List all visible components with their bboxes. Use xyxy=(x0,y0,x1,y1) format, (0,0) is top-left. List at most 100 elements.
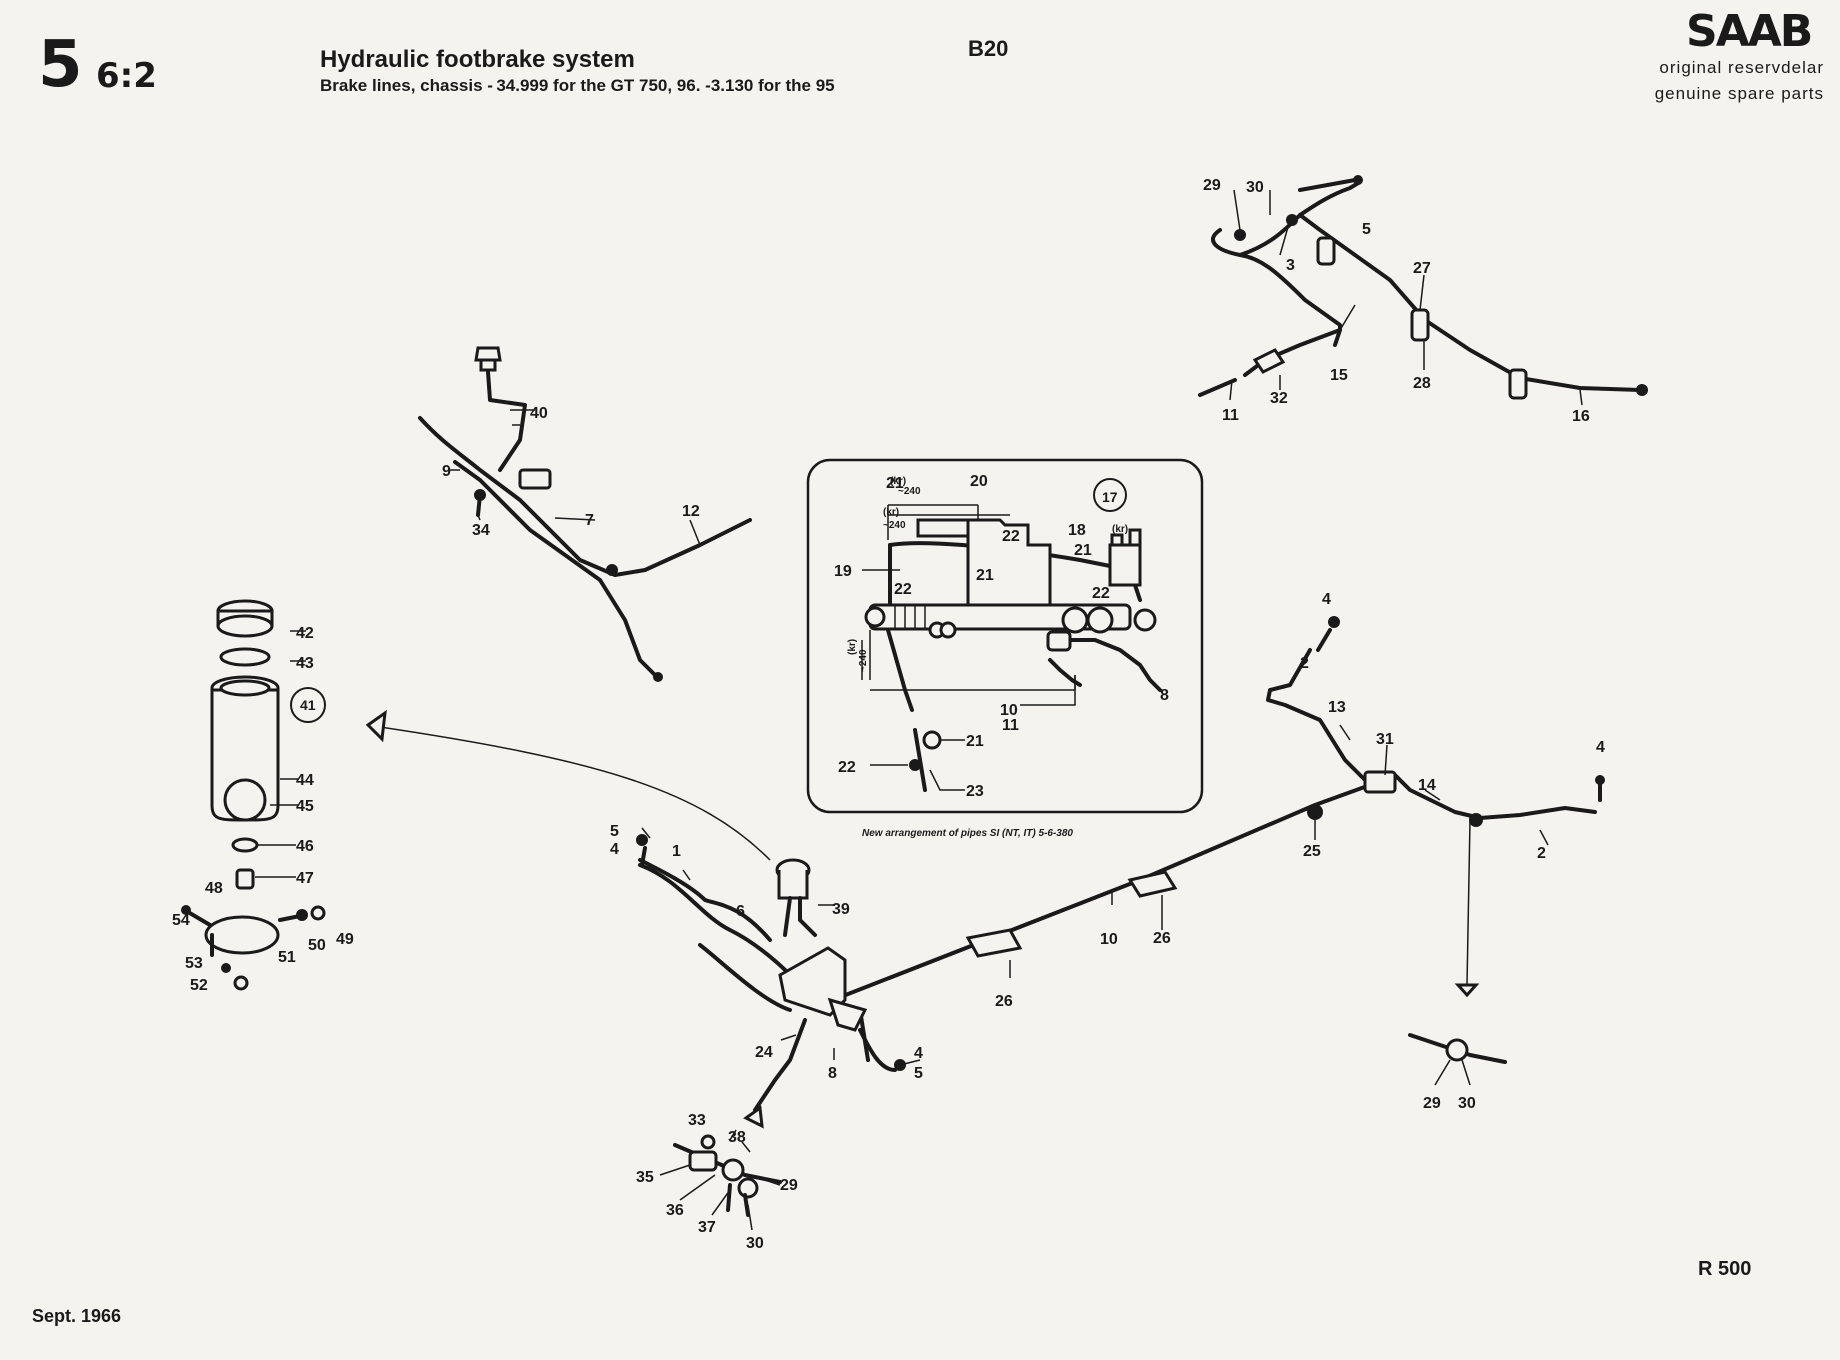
arrow-head-reservoir xyxy=(365,709,387,743)
tagline-english: genuine spare parts xyxy=(1654,84,1824,103)
reference-code: R 500 xyxy=(1698,1258,1752,1280)
callout-8: 8 xyxy=(1160,687,1169,704)
callout-23: 23 xyxy=(966,783,984,800)
callout-54: 54 xyxy=(172,912,190,929)
saab-logo: SAAB xyxy=(1686,8,1813,54)
callout-45: 45 xyxy=(296,798,314,815)
callout-40: 40 xyxy=(530,405,548,422)
callout-12: 12 xyxy=(682,503,700,520)
callout-2: 2 xyxy=(1537,845,1546,862)
callout-26: 26 xyxy=(995,993,1013,1010)
callout-32: 32 xyxy=(1270,390,1288,407)
callout-16: 16 xyxy=(1572,408,1590,425)
callout-14: 14 xyxy=(1418,777,1436,794)
leader-lines xyxy=(255,189,1583,1231)
callout-10: 10 xyxy=(1100,931,1118,948)
callout-21: 21 xyxy=(1074,542,1092,559)
callout-4: 4 xyxy=(610,841,619,858)
callout-48: 48 xyxy=(205,880,223,897)
callout-31: 31 xyxy=(1376,731,1394,748)
inset-dim-label: (kr) xyxy=(890,476,906,487)
inset-dim-label: ~240 xyxy=(883,520,906,531)
inset-caption: New arrangement of pipes SI (NT, IT) 5-6… xyxy=(862,828,1073,839)
callout-51: 51 xyxy=(278,949,296,966)
group-number: 5 xyxy=(38,28,83,102)
pressure-valve-assembly xyxy=(673,1134,782,1217)
callout-10: 10 xyxy=(1000,702,1018,719)
callout-35: 35 xyxy=(636,1169,654,1186)
callout-5: 5 xyxy=(914,1065,923,1082)
callout-29: 29 xyxy=(1203,177,1221,194)
callout-33: 33 xyxy=(688,1112,706,1129)
callout-20: 20 xyxy=(970,473,988,490)
callout-30: 30 xyxy=(746,1235,764,1252)
callout-37: 37 xyxy=(698,1219,716,1236)
callout-21: 21 xyxy=(976,567,994,584)
callout-9: 9 xyxy=(442,463,451,480)
callout-3: 3 xyxy=(1286,257,1295,274)
callout-11: 11 xyxy=(1222,407,1239,424)
callout-53: 53 xyxy=(185,955,203,972)
callout-47: 47 xyxy=(296,870,314,887)
callout-2: 2 xyxy=(1300,655,1309,672)
callout-11: 11 xyxy=(1002,717,1019,734)
callout-34: 34 xyxy=(472,522,490,539)
callout-4: 4 xyxy=(914,1045,923,1062)
left-brake-lines xyxy=(418,346,752,682)
callout-15: 15 xyxy=(1330,367,1348,384)
callout-18: 18 xyxy=(1068,522,1086,539)
callout-46: 46 xyxy=(296,838,314,855)
callout-6: 6 xyxy=(736,903,745,920)
callout-29: 29 xyxy=(780,1177,798,1194)
callout-22: 22 xyxy=(894,581,912,598)
callout-30: 30 xyxy=(1246,179,1264,196)
inset-dim-label: ~240 xyxy=(858,649,869,672)
inset-dim-label: (kr) xyxy=(847,639,858,655)
callout-7: 7 xyxy=(585,512,594,529)
callout-22: 22 xyxy=(838,759,856,776)
callout-4: 4 xyxy=(1596,739,1605,756)
callout-41: 41 xyxy=(300,697,316,713)
callout-21: 21 xyxy=(886,475,904,492)
callout-28: 28 xyxy=(1413,375,1431,392)
callouts: 54 48 53 52 51 50 49 42 43 41 44 45 46 4… xyxy=(172,177,1605,1252)
page-subtitle: Brake lines, chassis - 34.999 for the GT… xyxy=(320,76,835,95)
inset-dim-label: (kr) xyxy=(883,507,899,518)
callout-43: 43 xyxy=(296,655,314,672)
callout-5: 5 xyxy=(1362,221,1371,238)
callout-25: 25 xyxy=(1303,843,1321,860)
callout-39: 39 xyxy=(832,901,850,918)
saab-logo-text: SAAB xyxy=(1686,8,1811,54)
callout-52: 52 xyxy=(190,977,208,994)
page-number: 6:2 xyxy=(96,56,157,96)
callout-22: 22 xyxy=(1002,528,1020,545)
callout-44: 44 xyxy=(296,772,314,789)
callout-17: 17 xyxy=(1102,489,1118,505)
callout-29: 29 xyxy=(1423,1095,1441,1112)
callout-36: 36 xyxy=(666,1202,684,1219)
callout-1: 1 xyxy=(672,843,681,860)
callout-19: 19 xyxy=(834,563,852,580)
callout-8: 8 xyxy=(828,1065,837,1082)
callout-4: 4 xyxy=(1322,591,1331,608)
fluid-reservoir xyxy=(181,599,326,991)
master-cylinder-assembly xyxy=(636,834,906,1129)
callout-22: 22 xyxy=(1092,585,1110,602)
callout-49: 49 xyxy=(336,931,354,948)
inset-panel: (kr) ~240 (kr) ~240 (kr) (kr) ~240 xyxy=(806,458,1204,814)
callout-24: 24 xyxy=(755,1044,773,1061)
page-title: Hydraulic footbrake system xyxy=(320,46,635,73)
callout-38: 38 xyxy=(728,1129,746,1146)
callout-27: 27 xyxy=(1413,260,1431,277)
callout-41-ring xyxy=(290,687,326,723)
callout-26: 26 xyxy=(1153,930,1171,947)
callout-30: 30 xyxy=(1458,1095,1476,1112)
callout-50: 50 xyxy=(308,937,326,954)
callout-5: 5 xyxy=(610,823,619,840)
callout-13: 13 xyxy=(1328,699,1346,716)
inset-dim-label: (kr) xyxy=(1112,524,1128,535)
inset-dim-label: ~240 xyxy=(898,486,921,497)
union-detail-lower-right xyxy=(1408,1033,1507,1086)
rear-distribution-lines xyxy=(1266,616,1605,998)
